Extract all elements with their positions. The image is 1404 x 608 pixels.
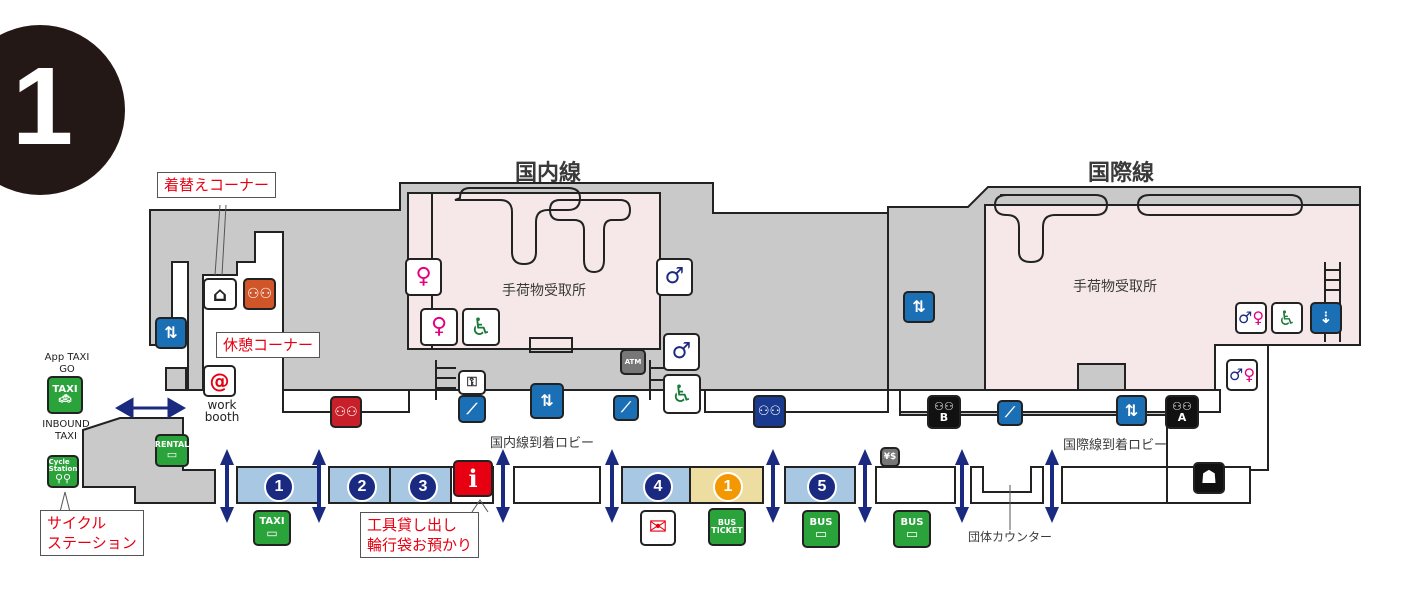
elevator-icon[interactable]: ⇣	[1310, 302, 1342, 334]
restroom-icon[interactable]: ♂♀	[1235, 302, 1267, 334]
group-counter-label: 団体カウンター	[968, 530, 1053, 544]
horizontal-arrow	[114, 397, 187, 419]
tool-rental-callout: 工具貸し出し輪行袋お預かり	[360, 512, 480, 558]
service-counter-icon[interactable]: ⚇⚇	[330, 396, 362, 428]
accessible-restroom-icon[interactable]: ♿	[663, 374, 701, 414]
cycle-station-icon[interactable]: Cycle Station⚲⚲	[47, 455, 79, 488]
mens-restroom-icon[interactable]: ♂	[663, 333, 700, 371]
floor-suffix: F	[96, 93, 125, 145]
walkway-arrow	[312, 449, 326, 523]
walkway-arrow	[858, 449, 872, 523]
international-baggage-area	[984, 204, 1361, 391]
counter-b-icon[interactable]: ⚇⚇B	[927, 395, 961, 429]
escalator-icon[interactable]: ⟋	[458, 395, 486, 423]
taxi-stand-icon[interactable]: TAXI▭	[253, 510, 291, 546]
walkway-arrow	[766, 449, 780, 523]
information-icon[interactable]: i	[453, 460, 493, 497]
changing-corner-callout: 着替えコーナー	[157, 172, 277, 198]
elevator-icon[interactable]: ⇅	[1116, 395, 1147, 426]
service-counter-icon[interactable]: ⚇⚇	[753, 395, 786, 428]
currency-exchange-icon[interactable]: ¥$	[880, 447, 900, 467]
counter-a-icon[interactable]: ⚇⚇A	[1165, 395, 1199, 429]
escalator-icon[interactable]: ⟋	[613, 395, 639, 421]
elevator-icon[interactable]: ⇅	[903, 291, 935, 323]
bus-stop-badge: 1	[713, 472, 743, 502]
app-taxi-label: App TAXI GO	[44, 352, 90, 375]
womens-restroom-icon[interactable]: ♀	[420, 308, 458, 346]
bus-ticket-icon[interactable]: BUS TICKET	[708, 508, 746, 546]
elevator-icon[interactable]: ⇅	[155, 317, 187, 349]
inbound-taxi-label: INBOUND TAXI	[42, 419, 90, 442]
restroom-icon[interactable]: ♂♀	[1226, 359, 1258, 391]
stop-badge: 3	[408, 472, 438, 502]
domestic-baggage-claim: 手荷物受取所	[502, 283, 586, 299]
international-baggage-claim: 手荷物受取所	[1073, 279, 1157, 295]
domestic-title: 国内線	[515, 161, 582, 186]
domestic-arrival-lobby: 国内線到着ロビー	[490, 436, 595, 451]
hanger-icon[interactable]: ⌂	[203, 278, 237, 310]
rental-car-icon[interactable]: RENTAL▭	[155, 434, 189, 467]
stop-badge: 2	[347, 472, 377, 502]
walkway-arrow	[955, 449, 969, 523]
elevator-icon[interactable]: ⇅	[530, 383, 564, 419]
international-title: 国際線	[1088, 161, 1155, 186]
walkway-arrow	[605, 449, 619, 523]
service-counter-icon[interactable]: ⚇⚇	[243, 278, 276, 310]
walkway-arrow	[496, 449, 510, 523]
atm-icon[interactable]: ATM	[620, 349, 646, 375]
walkway-arrow	[1045, 449, 1059, 523]
work-booth-label: work booth	[204, 398, 240, 424]
mens-restroom-icon[interactable]: ♂	[656, 258, 693, 296]
stop-badge: 1	[264, 472, 294, 502]
rest-corner-callout: 休憩コーナー	[216, 332, 321, 358]
accessible-restroom-icon[interactable]: ♿	[462, 308, 500, 346]
mail-icon[interactable]: ✉	[640, 510, 676, 546]
customs-officer-icon[interactable]: ☗	[1193, 462, 1225, 494]
at-sign-icon[interactable]: @	[203, 365, 236, 397]
stop-badge: 5	[807, 472, 837, 502]
international-arrival-lobby: 国際線到着ロビー	[1063, 438, 1168, 453]
cycle-station-callout: サイクルステーション	[40, 510, 144, 556]
locker-icon[interactable]: ⚿	[458, 370, 486, 395]
bus-stop-icon[interactable]: BUS▭	[893, 510, 931, 548]
floor-number: 1	[12, 45, 74, 168]
walkway-arrow	[220, 449, 234, 523]
womens-restroom-icon[interactable]: ♀	[405, 258, 442, 296]
app-taxi-icon[interactable]: TAXI🚕︎	[47, 376, 83, 414]
bus-stop-icon[interactable]: BUS▭	[802, 510, 840, 548]
escalator-icon[interactable]: ⟋	[997, 400, 1023, 426]
stop-badge: 4	[643, 472, 673, 502]
accessible-restroom-icon[interactable]: ♿	[1271, 302, 1303, 334]
